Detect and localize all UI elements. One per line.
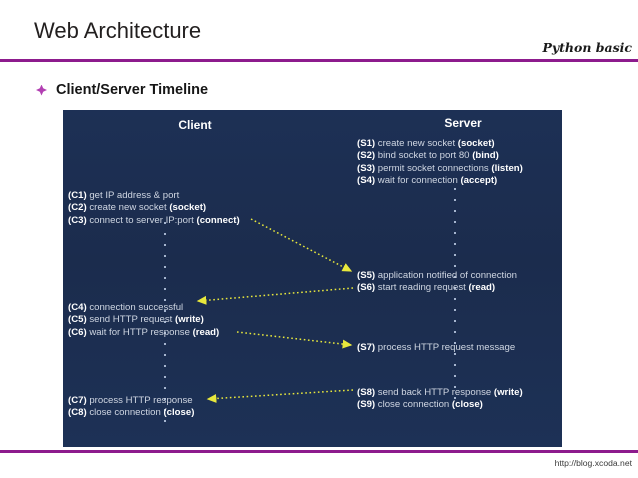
timeline-step-c4: (C4) connection successful <box>68 302 219 314</box>
arrow-s6-to-c4 <box>196 287 354 305</box>
timeline-step-s2: (S2) bind socket to port 80 (bind) <box>357 150 523 162</box>
step-function: (close) <box>160 407 195 419</box>
timeline-step-s5: (S5) application notified of connection <box>357 270 517 282</box>
header-subtitle: Python basic <box>542 40 632 55</box>
timeline-step-c6: (C6) wait for HTTP response (read) <box>68 327 219 339</box>
step-tag: (C2) <box>68 202 87 214</box>
step-text: create new socket <box>86 202 167 214</box>
section-heading: Client/Server Timeline <box>56 82 209 98</box>
step-function: (write) <box>172 314 204 326</box>
step-tag: (C5) <box>68 314 87 326</box>
step-text: process HTTP request message <box>375 342 516 353</box>
step-tag: (C4) <box>68 302 87 313</box>
step-text: create new socket <box>375 138 456 149</box>
arrow-c6-to-s7 <box>236 331 353 349</box>
timeline-step-c1: (C1) get IP address & port <box>68 190 240 202</box>
step-text: application notified of connection <box>375 270 517 281</box>
timeline-step-c8: (C8) close connection (close) <box>68 407 194 419</box>
timeline-step-s1: (S1) create new socket (socket) <box>357 138 523 150</box>
step-text: process HTTP response <box>86 395 193 406</box>
arrow-c3-to-s5 <box>250 218 353 272</box>
step-text: wait for HTTP response <box>86 326 190 338</box>
timeline-step-c3: (C3) connect to server IP:port (connect) <box>68 215 240 227</box>
client-step-group-2: (C4) connection successful(C5) send HTTP… <box>68 302 219 339</box>
step-tag: (S8) <box>357 387 376 398</box>
header-divider <box>0 59 638 62</box>
step-text: close connection <box>375 399 450 411</box>
server-timeline-axis <box>454 188 456 408</box>
footer-url: http://blog.xcoda.net <box>554 458 632 468</box>
slide-header: Web Architecture Python basic <box>0 0 638 62</box>
timeline-step-s6: (S6) start reading request (read) <box>357 282 517 294</box>
server-step-group-3: (S7) process HTTP request message <box>357 342 515 354</box>
step-text: bind socket to port 80 <box>375 150 470 162</box>
timeline-step-c7: (C7) process HTTP response <box>68 395 194 407</box>
timeline-step-s3: (S3) permit socket connections (listen) <box>357 163 523 175</box>
step-function: (accept) <box>457 175 498 187</box>
step-tag: (C8) <box>68 407 87 419</box>
step-text: send HTTP request <box>86 314 173 326</box>
step-function: (read) <box>465 282 496 294</box>
step-function: (socket) <box>455 138 495 149</box>
step-text: connect to server IP:port <box>86 214 194 226</box>
step-tag: (S3) <box>357 162 376 174</box>
diamond-bullet-icon <box>36 85 47 96</box>
step-tag: (S5) <box>357 270 376 281</box>
timeline-step-s8: (S8) send back HTTP response (write) <box>357 387 523 399</box>
step-text: start reading request <box>375 282 466 294</box>
step-tag: (S7) <box>357 342 376 353</box>
timeline-step-c2: (C2) create new socket (socket) <box>68 202 240 214</box>
server-step-group-2: (S5) application notified of connection(… <box>357 270 517 295</box>
client-step-group-1: (C1) get IP address & port(C2) create ne… <box>68 190 240 227</box>
step-tag: (S4) <box>357 175 376 187</box>
client-column-heading: Client <box>178 118 212 132</box>
step-tag: (C1) <box>68 190 87 201</box>
timeline-step-s9: (S9) close connection (close) <box>357 399 523 411</box>
client-timeline-axis <box>164 222 166 422</box>
step-function: (read) <box>189 326 220 338</box>
step-text: close connection <box>86 407 161 419</box>
step-tag: (S1) <box>357 138 376 149</box>
client-step-group-3: (C7) process HTTP response(C8) close con… <box>68 395 194 420</box>
server-column-heading: Server <box>444 116 482 130</box>
section-bullet-row: Client/Server Timeline <box>36 82 208 98</box>
step-tag: (C3) <box>68 214 87 226</box>
step-function: (bind) <box>469 150 499 162</box>
step-function: (close) <box>449 399 483 411</box>
step-function: (write) <box>491 387 523 398</box>
page-title: Web Architecture <box>34 18 202 43</box>
step-tag: (C7) <box>68 395 87 406</box>
client-server-timeline-diagram: Client Server (C1) get IP address & port… <box>63 110 562 447</box>
server-step-group-1: (S1) create new socket (socket)(S2) bind… <box>357 138 523 188</box>
step-tag: (S2) <box>357 150 376 162</box>
step-text: wait for connection <box>375 175 458 187</box>
step-tag: (S9) <box>357 399 376 411</box>
step-function: (listen) <box>488 162 523 174</box>
step-tag: (S6) <box>357 282 376 294</box>
step-text: get IP address & port <box>86 190 180 201</box>
timeline-step-c5: (C5) send HTTP request (write) <box>68 314 219 326</box>
step-text: send back HTTP response <box>375 387 492 398</box>
step-function: (socket) <box>166 202 207 214</box>
step-text: connection successful <box>86 302 184 313</box>
step-tag: (C6) <box>68 326 87 338</box>
server-step-group-4: (S8) send back HTTP response (write)(S9)… <box>357 387 523 412</box>
footer-divider <box>0 450 638 453</box>
timeline-step-s7: (S7) process HTTP request message <box>357 342 515 354</box>
arrow-s8-to-c7 <box>206 389 354 403</box>
timeline-step-s4: (S4) wait for connection (accept) <box>357 175 523 187</box>
step-text: permit socket connections <box>375 162 489 174</box>
step-function: (connect) <box>193 214 240 226</box>
